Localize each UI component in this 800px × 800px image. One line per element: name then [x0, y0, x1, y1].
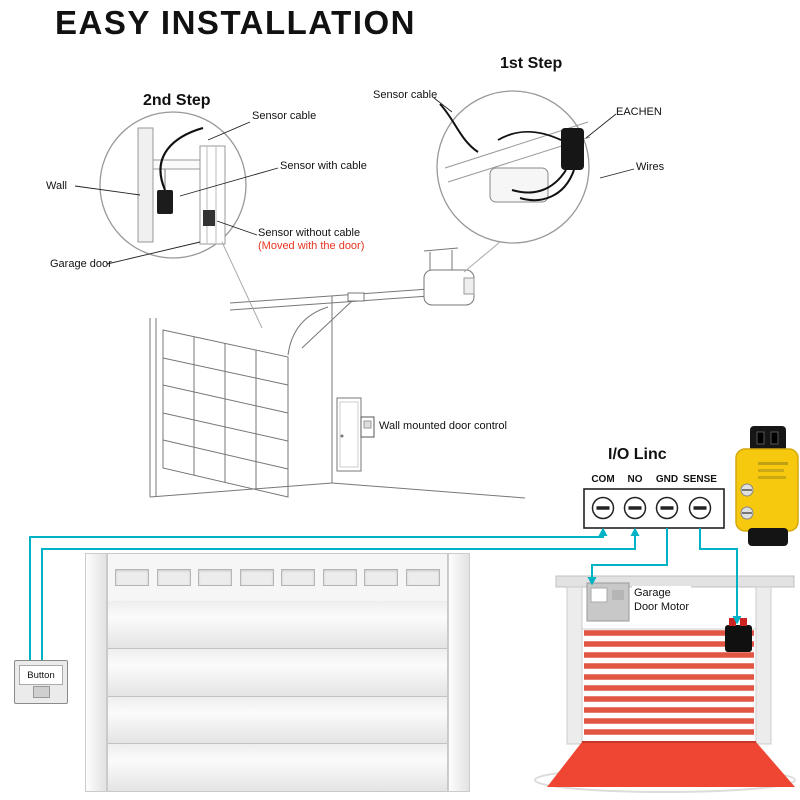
- door-panel: [108, 648, 447, 697]
- step2-detail-circle: [99, 111, 263, 329]
- garage-motor-scene: [534, 575, 796, 793]
- wiring: [29, 527, 742, 660]
- door-face: [107, 553, 448, 792]
- door-window: [281, 569, 316, 586]
- terminal-label-no: NO: [627, 474, 643, 485]
- label-sensor-without-cable: Sensor without cable: [258, 227, 361, 239]
- door-panel: [108, 601, 447, 649]
- door-window: [198, 569, 233, 586]
- red-floor: [547, 742, 795, 787]
- terminal-label-gnd: GND: [655, 474, 679, 485]
- garage-door-illustration: [85, 553, 470, 792]
- label-wall: Wall: [46, 180, 67, 192]
- label-sensor-cable-2nd: Sensor cable: [252, 110, 317, 122]
- door-left-pillar: [85, 553, 107, 792]
- garage-opener-drawing: [149, 247, 526, 499]
- door-panel: [108, 744, 447, 791]
- wall-button-box: Button: [14, 660, 68, 704]
- label-sensor-with-cable: Sensor with cable: [280, 160, 367, 172]
- wall-button-pad: [33, 686, 50, 698]
- sensor-with-cable-part: [157, 190, 173, 214]
- motor-label-line1: Garage: [634, 587, 671, 599]
- wires-part: [511, 169, 567, 194]
- door-window: [364, 569, 399, 586]
- eachen-relay-part: [561, 128, 584, 170]
- label-io-linc: I/O Linc: [608, 446, 667, 463]
- door-window: [322, 569, 357, 586]
- io-linc-terminal-block: [583, 488, 725, 529]
- label-moved-with-door: (Moved with the door): [258, 240, 365, 252]
- motor-label-line2: Door Motor: [634, 601, 690, 614]
- terminal-label-com: COM: [591, 474, 615, 485]
- label-sensor-cable-1st: Sensor cable: [373, 89, 438, 101]
- leader-lines: [74, 97, 635, 265]
- label-eachen: EACHEN: [616, 106, 662, 118]
- wall-button-label: Button: [19, 665, 63, 685]
- door-window: [156, 569, 191, 586]
- terminal-label-sense: SENSE: [683, 474, 717, 485]
- door-window-row: [108, 554, 447, 602]
- door-panels: [108, 601, 447, 791]
- safety-sensor: [725, 625, 752, 652]
- eachen-device: [735, 426, 799, 546]
- step2-label: 2nd Step: [143, 92, 211, 109]
- page-title: EASY INSTALLATION: [55, 4, 417, 41]
- label-wires: Wires: [636, 161, 665, 173]
- label-wall-mounted-control: Wall mounted door control: [379, 420, 507, 432]
- garage-door-motor-label: Garage Door Motor: [632, 586, 692, 615]
- door-right-pillar: [448, 553, 470, 792]
- door-window: [405, 569, 440, 586]
- sensor-without-cable-part: [203, 210, 215, 226]
- step1-label: 1st Step: [500, 55, 563, 72]
- step1-detail-circle: [436, 90, 591, 273]
- door-window: [115, 569, 150, 586]
- door-window: [239, 569, 274, 586]
- door-panel: [108, 696, 447, 745]
- label-garage-door: Garage door: [50, 258, 112, 270]
- sensor-cable-part: [159, 126, 204, 191]
